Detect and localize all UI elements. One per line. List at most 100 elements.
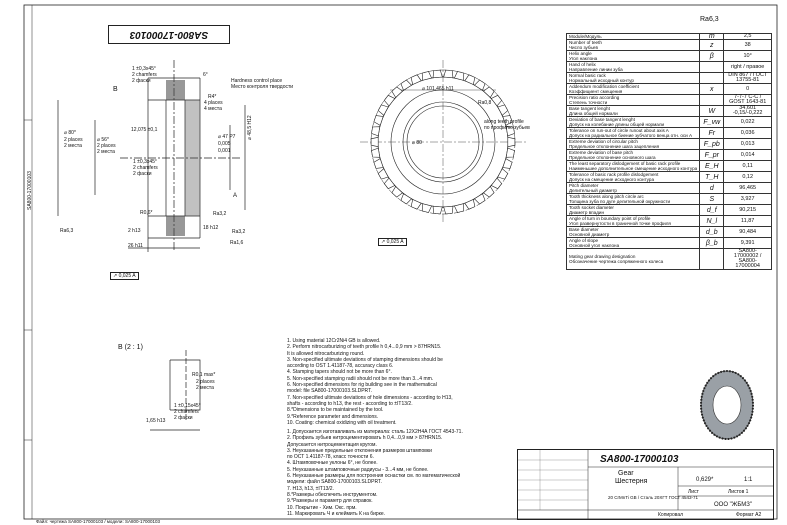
spec-desc-en: Deviation of base tangent lenght: [569, 117, 635, 122]
chamfer-top: 1 ±0,3x45°: [132, 66, 156, 72]
dia80-ru: 2 места: [64, 143, 82, 149]
spec-symbol: d: [699, 182, 725, 194]
spec-symbol: x: [699, 83, 725, 95]
spec-value: SA800-17000002 / SA800-17000004: [723, 248, 772, 270]
spec-desc-ru: Угол развернутости в граничной точке про…: [569, 221, 671, 226]
note-line: 1. Допускается изготавливать из материал…: [287, 429, 463, 435]
spec-symbol: [699, 72, 725, 84]
spec-desc-en: Tooth thickness along pitch circle arc: [569, 194, 644, 199]
spec-desc-ru: Делительный диаметр: [569, 188, 617, 193]
hardness-en: Hardness control place: [231, 78, 283, 84]
dia56-en: 2 places: [97, 143, 116, 149]
note-line: 8.*Dimensions to be maintained by the to…: [287, 407, 384, 414]
label-a: A: [233, 193, 238, 199]
rotated-stamp: SA800-17000103: [108, 25, 230, 44]
tb-name-ru: Шестерня: [615, 478, 648, 485]
spec-desc-ru: Степень точности: [569, 100, 608, 105]
note-line: 6. Неуказанные размеры для построения ос…: [287, 473, 461, 480]
spec-desc-ru: Диаметр впадин: [569, 210, 604, 215]
notes-ru: 1. Допускается изготавливать из материал…: [287, 429, 463, 517]
spec-symbol: S: [699, 193, 725, 205]
gear-tooth: [377, 104, 389, 116]
chamfer-bottom: 1 ±0,3x45°: [133, 159, 157, 165]
dim-18: 18 h12: [203, 225, 219, 231]
spec-value: right / правое: [723, 61, 772, 73]
spec-desc-en: Tolerance on run-out of circle runout ab…: [569, 128, 669, 133]
detail-b-radius-en: 2 places: [196, 379, 215, 385]
note-line: 8.*Размеры обеспечить инструментом.: [287, 491, 378, 498]
notes-en: 1. Using material 12Cr2Ni4 GB is allowed…: [287, 338, 453, 426]
gear-tooth: [371, 126, 381, 137]
detail-b-radius-ru: 2 места: [196, 385, 214, 391]
spec-value: 0,11: [723, 160, 772, 172]
chamfer-bottom-ru: 2 фаски: [133, 171, 152, 177]
spec-desc-en: Mating gear drawing designation: [569, 254, 636, 259]
note-line: 3. Non-specified ultimate deviations of …: [287, 356, 443, 363]
footer-file: Файл: чертежа SA800-17000103 / модели: S…: [36, 519, 160, 524]
spec-value: 10°: [723, 50, 772, 62]
angle-6: 6°: [203, 72, 208, 78]
spec-symbol: E_H: [699, 160, 725, 172]
gear-tooth: [490, 177, 503, 190]
ra32-a: Ra3,2: [213, 211, 227, 217]
spec-desc-en: Hand of helix: [569, 62, 596, 67]
detail-b-chamfer-en: 2 chamfers: [174, 409, 199, 415]
spec-desc-ru: Обозначение чертежа сопряженного колеса: [569, 259, 664, 264]
gear-tooth: [421, 203, 433, 213]
note-line: Допускается нитроцементация кругом.: [287, 441, 377, 448]
title-block-grid: [518, 450, 773, 519]
spec-desc-ru: Основной угол наклона: [569, 243, 620, 248]
note-line: 5. Non-specified stamping radii should n…: [287, 375, 434, 382]
gear-tooth: [497, 168, 509, 180]
spec-symbol: d_f: [699, 204, 725, 216]
note-line: according to OST 1.41187-78, accuracy cl…: [287, 363, 394, 370]
gear-ra08: Ra0,8: [478, 100, 492, 106]
gear-tooth: [502, 115, 513, 126]
spec-value: 0,036: [723, 127, 772, 139]
spec-value: 3,927: [723, 193, 772, 205]
note-line: It is allowed nitrocarburizing round.: [287, 350, 365, 357]
gear-tooth: [410, 199, 422, 210]
dim-12075: 12,075 ±0,1: [131, 127, 158, 133]
spec-value: 0,014: [723, 149, 772, 161]
spec-desc-ru: Допуск на смещение исходного контура: [569, 177, 655, 182]
tb-mass: 0,629*: [696, 477, 714, 483]
tol-0001: 0,001: [218, 148, 231, 154]
spec-symbol: Fr: [699, 127, 725, 139]
note-line: 9.*Reference parameter and dimensions.: [287, 413, 379, 420]
note-line: 6. Non-specified dimensions for rig buil…: [287, 382, 437, 389]
dia80: ⌀ 80*: [64, 130, 76, 136]
spec-desc-en: Extreme deviation of circular pitch: [569, 139, 638, 144]
gear-tooth: [464, 74, 476, 85]
note-line: 1. Using material 12Cr2Ni4 GB is allowed…: [287, 338, 381, 344]
spec-symbol: F_pr: [699, 149, 725, 161]
tb-sheets: Листов 1: [728, 489, 749, 495]
spec-value: 38: [723, 39, 772, 51]
spec-value: 9,391: [723, 237, 772, 249]
note-line: модели: файл SA800-17000103.SLDPRT.: [287, 479, 382, 486]
note-line: model: file SA800-17000103.SLDPRT.: [287, 388, 372, 395]
note-line: 9.*Размеры и параметр для справок.: [287, 498, 373, 505]
spec-desc-ru: Угол наклона: [569, 56, 598, 61]
note-line: 4. Stamping tapers should not be more th…: [287, 369, 392, 376]
tb-scale: 1:1: [744, 477, 753, 483]
gear-outer-dia: ⌀ 101,465 h11: [422, 86, 454, 92]
gear-tooth: [507, 136, 516, 148]
spec-desc-ru: Допуск на радиальное биение зубчатого ве…: [569, 133, 693, 138]
spec-value: 0,12: [723, 171, 772, 183]
spec-desc-ru: Предельное отклонение шага зацепления: [569, 144, 660, 149]
gear-tooth: [377, 168, 389, 180]
